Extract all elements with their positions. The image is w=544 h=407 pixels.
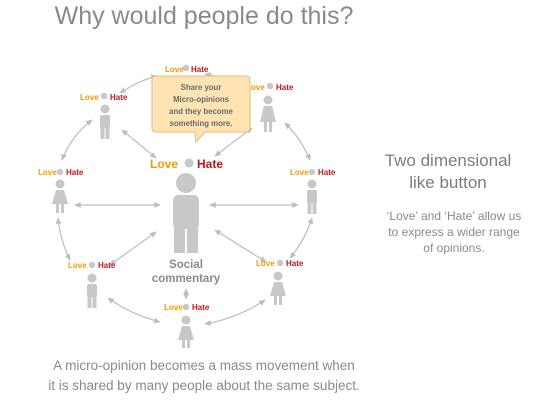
female-figure [260, 95, 276, 132]
right-desc-line-1: ‘Love’ and ‘Hate’ allow us [386, 209, 522, 223]
speech-bubble: Share your Micro-opinions and they becom… [151, 75, 251, 144]
ring-arrow-1 [119, 74, 158, 94]
person-left: Love Hate [38, 168, 84, 213]
male-figure [100, 104, 110, 139]
ring-arrow-4 [289, 217, 313, 259]
person-lower-right: Love Hate [256, 259, 304, 305]
page-title: Why would people do this? [54, 2, 354, 30]
female-figure [178, 315, 194, 348]
person-upper-left: Love Hate [80, 92, 128, 139]
social-commentary-line2: commentary [152, 273, 221, 285]
love-label: Love [164, 303, 183, 312]
spoke-arrow-upper-left [121, 129, 157, 159]
bubble-line-2: Micro-opinions [173, 95, 230, 104]
love-label: Love [38, 168, 57, 177]
spoke-arrow-lower-left [109, 231, 157, 266]
love-label: Love [290, 168, 309, 177]
spoke-arrow-lower-right [214, 229, 267, 263]
male-figure [307, 179, 317, 214]
center-love-label: Love [150, 157, 178, 171]
person-lower-left: Love Hate [68, 261, 116, 308]
caption-line-1: A micro-opinion becomes a mass movement … [53, 358, 355, 373]
hate-label: Hate [110, 93, 128, 102]
love-label: Love [68, 261, 87, 270]
hate-label: Hate [66, 168, 84, 177]
hate-label: Hate [286, 259, 304, 268]
spoke-arrow-upper-right [214, 127, 253, 157]
person-right: Love Hate [290, 168, 336, 214]
female-figure [52, 179, 68, 213]
ring-arrow-7 [55, 217, 71, 261]
right-title-line-2: like button [409, 173, 487, 192]
right-desc-line-3: of opinions. [423, 241, 485, 255]
hate-label: Hate [192, 303, 210, 312]
hate-label: Hate [318, 168, 336, 177]
spoke-arrows [74, 127, 299, 300]
bottom-caption: A micro-opinion becomes a mass movement … [0, 356, 408, 396]
hate-label: Hate [276, 83, 294, 92]
love-label: Love [256, 259, 275, 268]
bubble-line-3: and they become [169, 107, 233, 116]
center-person: Love Hate Social commentary [150, 157, 223, 285]
right-panel-description: ‘Love’ and ‘Hate’ allow us to express a … [372, 208, 536, 256]
ring-arrow-6 [107, 297, 161, 324]
ring-arrow-8 [61, 119, 93, 161]
right-panel-title: Two dimensional like button [368, 150, 528, 194]
love-label: Love [80, 93, 99, 102]
right-desc-line-2: to express a wider range [388, 225, 520, 239]
person-top: Love Hate [165, 64, 209, 74]
female-figure [270, 271, 286, 305]
love-label: Love [246, 83, 265, 92]
center-hate-label: Hate [197, 157, 223, 171]
ring-arrow-5 [204, 299, 266, 326]
love-label: Love [165, 65, 184, 74]
caption-line-2: it is shared by many people about the sa… [48, 378, 360, 393]
bubble-line-1: Share your [181, 83, 222, 92]
hate-label: Hate [98, 261, 116, 270]
bubble-line-4: something more. [170, 119, 233, 128]
social-commentary-line1: Social [169, 259, 203, 271]
social-diagram: Love Hate Love Hate Love Hate Love Hate [38, 64, 336, 348]
male-figure [87, 273, 97, 308]
person-upper-right: Love Hate [246, 82, 294, 132]
ring-arrow-3 [284, 122, 311, 161]
large-male-figure [173, 173, 199, 253]
hate-label: Hate [191, 65, 209, 74]
right-title-line-1: Two dimensional [384, 151, 512, 170]
person-bottom: Love Hate [164, 303, 210, 348]
